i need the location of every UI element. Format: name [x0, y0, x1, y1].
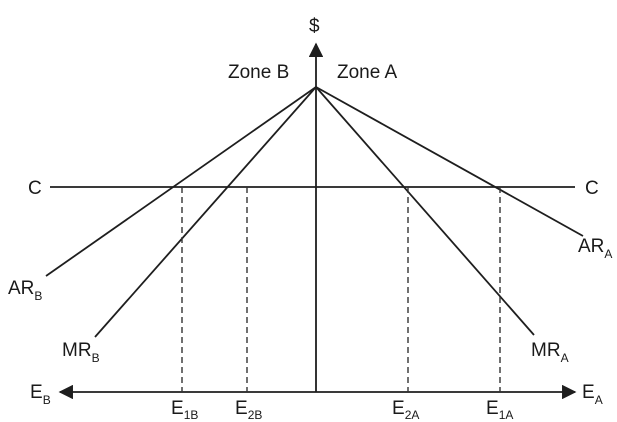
right-axis-label: EA	[582, 382, 603, 407]
e2b-label: E2B	[235, 398, 262, 422]
cost-label-right: C	[585, 178, 599, 199]
left-axis-label: EB	[30, 382, 51, 407]
ar-b-curve	[45, 86, 317, 277]
e1a-label: E1A	[486, 398, 513, 422]
zone-a-label: Zone A	[337, 62, 398, 83]
ar-b-label: ARB	[8, 278, 42, 303]
zone-b-label: Zone B	[228, 62, 289, 83]
mr-a-curve	[315, 86, 535, 336]
mr-a-label: MRA	[531, 340, 569, 365]
e1b-label: E1B	[171, 398, 198, 422]
e2a-label: E2A	[392, 398, 419, 422]
ar-a-curve	[315, 86, 584, 237]
mr-b-curve	[94, 86, 317, 338]
ar-a-label: ARA	[578, 236, 612, 261]
dollar-axis-label: $	[309, 16, 320, 37]
mr-b-label: MRB	[62, 340, 100, 365]
cost-label-left: C	[28, 178, 42, 199]
